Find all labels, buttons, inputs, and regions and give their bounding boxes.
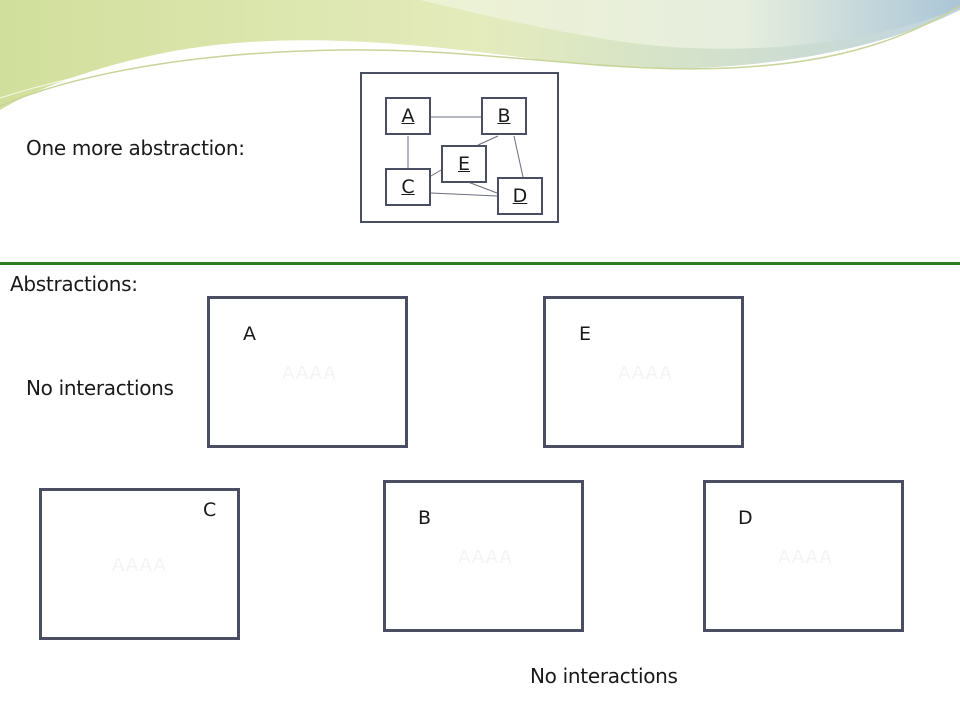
no-interactions-note-left: No interactions <box>26 376 174 400</box>
abstraction-panel-c: C AAAA <box>39 488 240 640</box>
panel-label-c: C <box>203 499 216 521</box>
panel-label-e: E <box>579 323 591 345</box>
panel-ghost-text-b: AAAA <box>458 547 513 568</box>
top-heading: One more abstraction: <box>26 136 245 160</box>
abstraction-panel-b: B AAAA <box>383 480 584 632</box>
panel-ghost-text-e: AAAA <box>618 363 673 384</box>
section-heading: Abstractions: <box>10 272 138 296</box>
no-interactions-note-bottom: No interactions <box>530 664 678 688</box>
abstraction-panel-d: D AAAA <box>703 480 904 632</box>
abstraction-panel-e: E AAAA <box>543 296 744 448</box>
panel-label-d: D <box>738 507 753 529</box>
diagram-node-d: D <box>497 177 543 215</box>
diagram-node-e: E <box>441 145 487 183</box>
diagram-node-a: A <box>385 97 431 135</box>
diagram-node-c: C <box>385 168 431 206</box>
panel-label-a: A <box>243 323 256 345</box>
panel-ghost-text-c: AAAA <box>112 555 167 576</box>
abstraction-panel-a: A AAAA <box>207 296 408 448</box>
panel-label-b: B <box>418 507 431 529</box>
section-divider <box>0 262 960 265</box>
diagram-node-b: B <box>481 97 527 135</box>
panel-ghost-text-a: AAAA <box>282 363 337 384</box>
panel-ghost-text-d: AAAA <box>778 547 833 568</box>
